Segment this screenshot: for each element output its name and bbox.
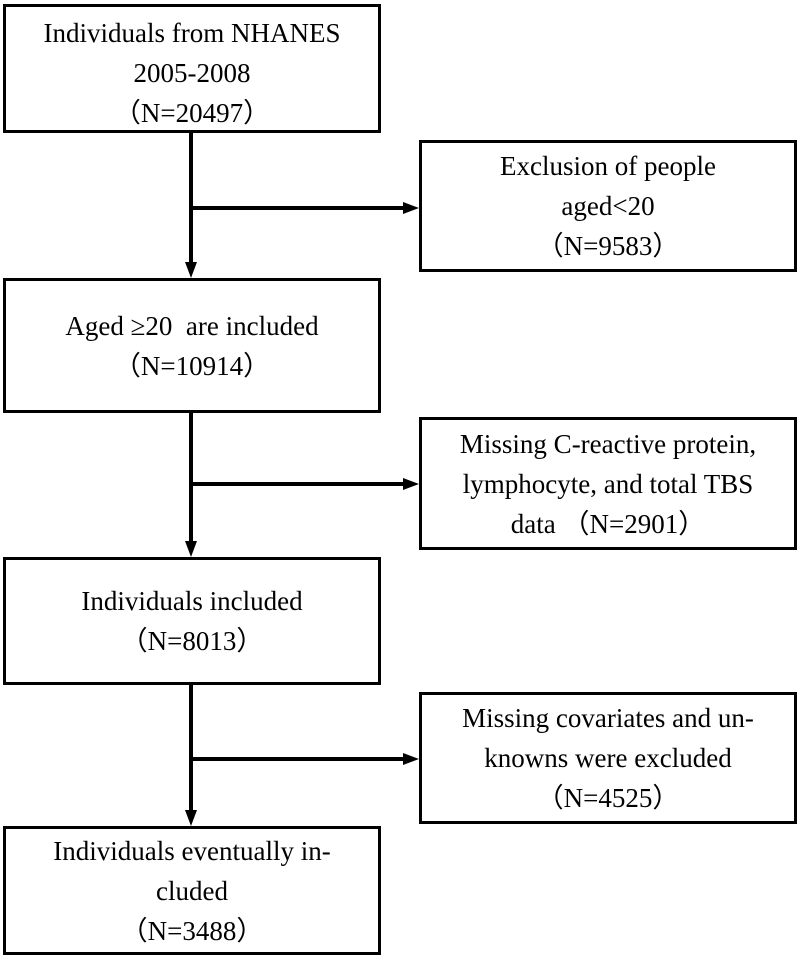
node-exclusion-missing-lab-line-3: data （N=2901）	[510, 508, 706, 539]
edge-source-to-adults	[185, 133, 197, 278]
edge-adults-to-included	[185, 413, 197, 557]
node-included: Individuals included （N=8013）	[3, 557, 381, 685]
node-exclusion-covariates: Missing covariates and un- knowns were e…	[419, 692, 797, 824]
node-exclusion-covariates-line-3: （N=4525）	[536, 783, 680, 813]
node-exclusion-missing-lab: Missing C-reactive protein, lymphocyte, …	[419, 417, 797, 550]
node-final-line-2: cluded	[156, 875, 228, 906]
node-exclusion-missing-lab-line-1: Missing C-reactive protein,	[459, 428, 757, 459]
node-included-line-1: Individuals included	[81, 586, 303, 616]
node-exclusion-covariates-line-1: Missing covariates and un-	[462, 703, 754, 733]
node-final-line-3: （N=3488）	[120, 915, 264, 946]
node-exclusion-age-line-2: aged<20	[561, 191, 655, 221]
node-exclusion-age: Exclusion of people aged<20 （N=9583）	[419, 140, 797, 272]
node-source-line-2: 2005-2008	[133, 58, 251, 88]
node-final-line-1: Individuals eventually in-	[53, 835, 331, 866]
node-adults-line-1: Aged ≥20 are included	[65, 310, 319, 341]
node-adults-line-2: （N=10914）	[113, 350, 271, 381]
node-exclusion-covariates-line-2: knowns were excluded	[484, 743, 732, 773]
node-final: Individuals eventually in- cluded （N=348…	[3, 826, 381, 955]
node-source-line-1: Individuals from NHANES	[43, 18, 341, 48]
edge-included-to-exclusion-covariates	[191, 753, 419, 765]
node-exclusion-missing-lab-line-2: lymphocyte, and total TBS	[462, 468, 754, 499]
edge-included-to-final	[185, 685, 197, 826]
node-source-line-3: （N=20497）	[113, 98, 271, 128]
node-exclusion-age-line-3: （N=9583）	[536, 231, 680, 261]
edge-source-to-exclusion-age	[191, 202, 419, 214]
edge-adults-to-exclusion-missing-lab	[191, 478, 419, 490]
node-adults: Aged ≥20 are included （N=10914）	[3, 278, 381, 413]
node-source: Individuals from NHANES 2005-2008 （N=204…	[3, 4, 381, 133]
node-exclusion-age-line-1: Exclusion of people	[500, 151, 716, 181]
node-included-line-2: （N=8013）	[120, 626, 264, 656]
